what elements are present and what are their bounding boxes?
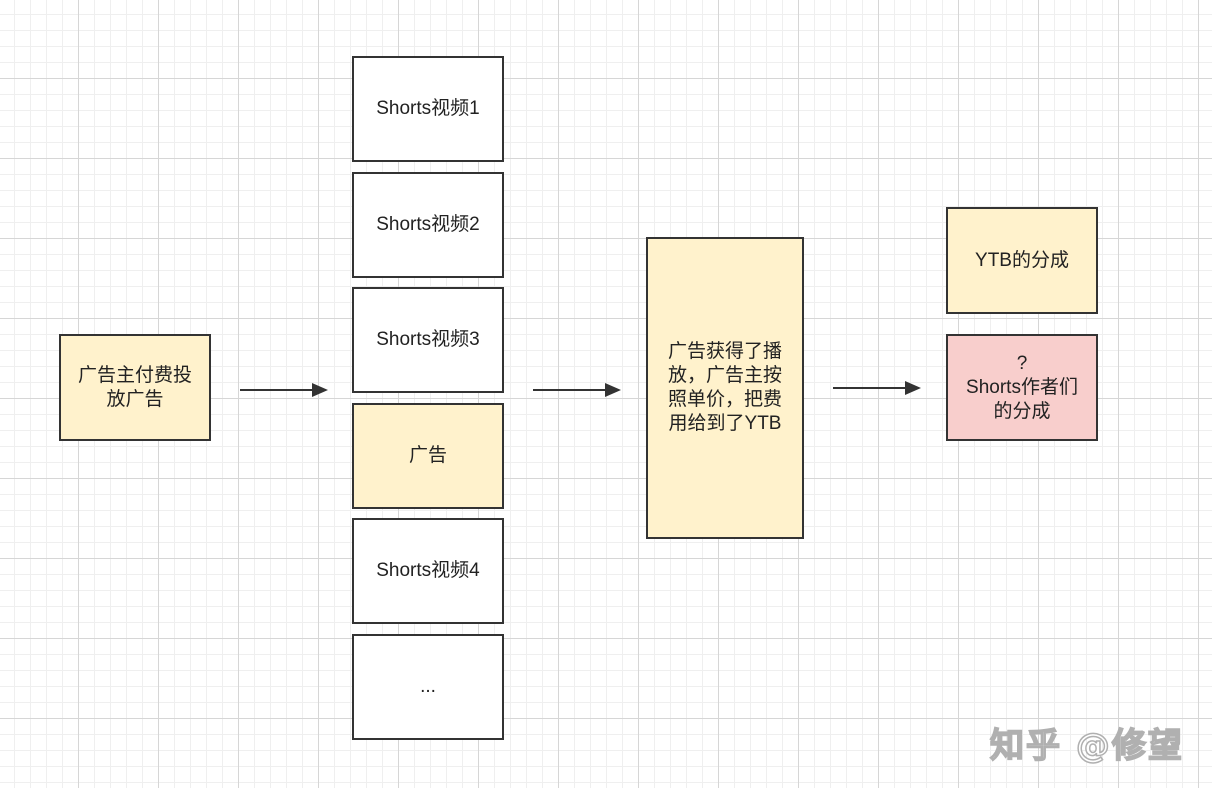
arrow-payment-to-split: [833, 381, 921, 395]
feed-item-shorts-2: Shorts视频2: [352, 172, 504, 278]
watermark: 知乎 @修望: [989, 725, 1184, 767]
feed-item-ad: 广告: [352, 403, 504, 509]
advertiser-box: 广告主付费投 放广告: [59, 334, 211, 441]
feed-item-more: ...: [352, 634, 504, 740]
ytb-share-box: YTB的分成: [946, 207, 1098, 314]
creators-share-box: ? Shorts作者们 的分成: [946, 334, 1098, 441]
payment-box: 广告获得了播 放，广告主按 照单价，把费 用给到了YTB: [646, 237, 804, 539]
feed-item-shorts-1: Shorts视频1: [352, 56, 504, 162]
feed-item-shorts-4: Shorts视频4: [352, 518, 504, 624]
arrow-advertiser-to-feed: [240, 383, 328, 397]
feed-item-shorts-3: Shorts视频3: [352, 287, 504, 393]
arrow-feed-to-payment: [533, 383, 621, 397]
